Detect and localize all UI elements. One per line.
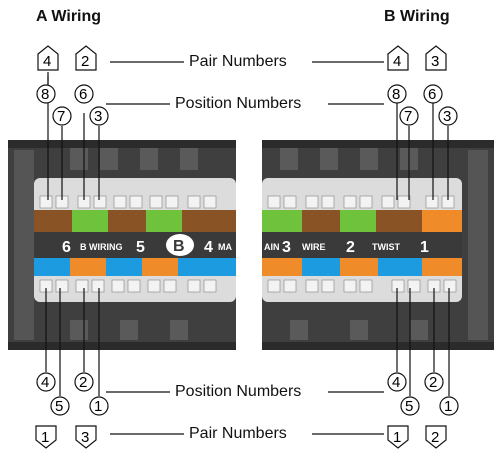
block-label-b-wiring: B WIRING (80, 242, 123, 252)
b-top-position-circles (387, 84, 458, 126)
b-bottom-pair-1: 1 (393, 429, 401, 446)
a-wiring-heading: A Wiring (36, 8, 102, 25)
block-number-5: 5 (136, 239, 145, 256)
block-number-b: B (173, 238, 185, 255)
a-top-pair-1: 4 (43, 53, 51, 70)
bottom-idc-contacts (39, 279, 457, 293)
a-bottom-pair-2: 3 (81, 429, 89, 446)
b-top-position-3: 6 (428, 86, 436, 103)
block-number-4: 4 (204, 239, 213, 256)
a-bottom-pair-1: 1 (41, 429, 49, 446)
block-number-2: 2 (346, 239, 355, 256)
a-bottom-position-circles (36, 372, 109, 416)
block-label-ma: MA (218, 242, 232, 252)
b-top-pair-markers (387, 45, 447, 71)
block-label-ain: AIN (264, 242, 280, 252)
a-bottom-pair-markers (35, 425, 97, 449)
b-bottom-position-4: 1 (444, 398, 452, 415)
block-label-twist: TWIST (372, 242, 400, 252)
a-top-position-1: 8 (41, 86, 49, 103)
block-number-1: 1 (420, 239, 429, 256)
a-bottom-position-4: 1 (94, 398, 102, 415)
bottom-wire-colors (34, 258, 462, 276)
b-bottom-position-2: 5 (405, 398, 413, 415)
position-numbers-bottom-label: Position Numbers (172, 383, 305, 401)
block-number-3: 3 (282, 239, 291, 256)
a-top-pair-2: 2 (81, 53, 89, 70)
a-top-position-4: 3 (94, 108, 102, 125)
b-top-pair-2: 3 (431, 53, 439, 70)
b-top-position-2: 7 (404, 108, 412, 125)
a-top-position-2: 7 (57, 108, 65, 125)
b-top-position-1: 8 (392, 86, 400, 103)
b-bottom-pair-2: 2 (431, 429, 439, 446)
a-top-position-3: 6 (79, 86, 87, 103)
b-wiring-heading: B Wiring (384, 8, 450, 25)
b-bottom-position-1: 4 (392, 374, 400, 391)
top-wire-colors (34, 210, 462, 232)
callout-lines (45, 61, 450, 435)
block-label-wire: WIRE (302, 242, 326, 252)
b-bottom-position-3: 2 (429, 374, 437, 391)
block-b-badge (166, 234, 194, 256)
a-top-pair-markers (37, 45, 97, 71)
top-idc-contacts (39, 195, 455, 209)
a-bottom-position-2: 5 (55, 398, 63, 415)
a-bottom-position-3: 2 (79, 374, 87, 391)
pair-numbers-top-label: Pair Numbers (186, 53, 290, 71)
b-top-pair-1: 4 (393, 53, 401, 70)
b-top-position-4: 3 (443, 108, 451, 125)
a-top-position-circles (36, 84, 109, 126)
pair-numbers-bottom-label: Pair Numbers (186, 425, 290, 443)
block-number-6: 6 (62, 239, 71, 256)
position-numbers-top-label: Position Numbers (172, 95, 305, 113)
b-bottom-position-circles (387, 372, 459, 416)
a-bottom-position-1: 4 (41, 374, 49, 391)
b-bottom-pair-markers (387, 425, 447, 449)
